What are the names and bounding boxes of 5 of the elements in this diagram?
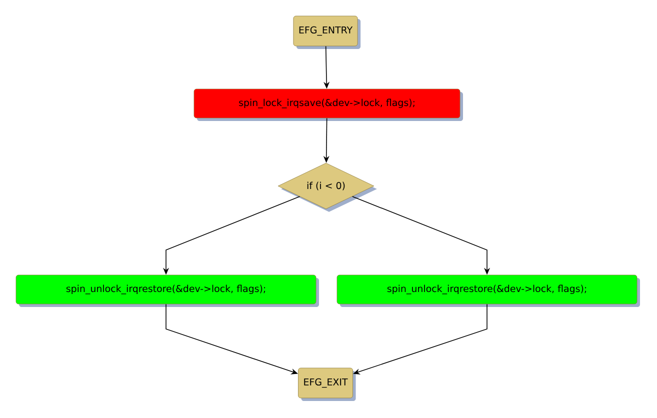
terminal-box: EFG_EXIT	[298, 368, 356, 401]
process-box: spin_unlock_irqrestore(&dev->lock, flags);	[336, 274, 640, 307]
terminal-box: EFG_ENTRY	[293, 16, 361, 49]
process-box: spin_lock_irqsave(&dev->lock, flags);	[194, 88, 463, 121]
process-box: spin_unlock_irqrestore(&dev->lock, flags);	[16, 274, 319, 307]
